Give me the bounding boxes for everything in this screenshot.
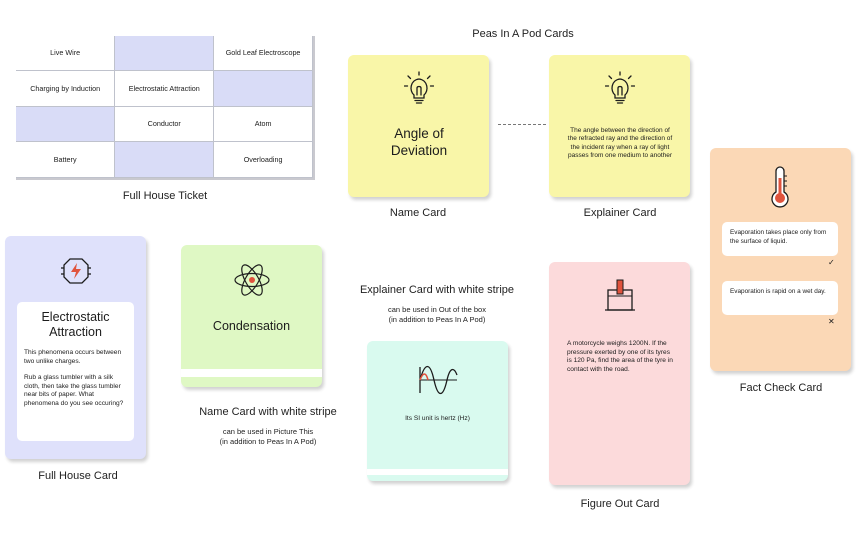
explainer-stripe-note: can be used in Out of the box [388,305,486,314]
ticket-cell: Conductor [114,105,215,143]
name-card-stripe-note: (in addition to Peas In A Pod) [219,437,317,446]
figure-out-card: A motorcycle weighs 1200N. If the pressu… [549,262,690,485]
condensation-card: Condensation [181,245,322,387]
thermometer-icon [771,166,789,208]
fact-check-card-caption: Fact Check Card [739,382,823,394]
condensation-card-title: Condensation [212,319,291,333]
full-house-card-para-2: Rub a glass tumbler with a silk cloth, t… [24,374,124,407]
full-house-card-title: Electrostatic Attraction [41,310,110,339]
white-stripe [181,369,322,377]
wave-card-text: Its SI unit is hertz (Hz) [405,415,470,422]
ticket-cell: Live Wire [16,36,116,71]
dashed-connector [498,124,546,125]
full-house-card-para-1: This phenomena occurs between two unlike… [24,349,122,365]
cross-icon: ✕ [828,317,835,326]
ticket-cell-blank [114,36,215,71]
lightbulb-icon [404,71,434,104]
fact-bubble: Evaporation is rapid on a wet day. [722,281,838,315]
name-card: Angle of Deviation [348,55,489,197]
wave-card: Its SI unit is hertz (Hz) [367,341,508,481]
name-card-caption: Name Card [389,207,447,219]
ticket-cell: Atom [213,105,313,143]
lightning-gear-icon [61,258,91,284]
figure-out-card-caption: Figure Out Card [580,498,660,510]
ticket-cell-blank [114,141,215,178]
ticket-cell: Electrostatic Attraction [114,69,215,107]
figure-out-card-text: A motorcycle weighs 1200N. If the pressu… [567,340,673,373]
full-house-card: Electrostatic Attraction This phenomena … [5,236,146,459]
full-house-ticket-caption: Full House Ticket [122,190,208,202]
explainer-card-caption: Explainer Card [583,207,657,219]
atom-icon [234,264,270,296]
ticket-cell-blank [16,105,116,143]
white-stripe [367,469,508,475]
lightbulb-icon [605,71,635,104]
check-icon: ✓ [828,258,835,267]
explainer-stripe-caption: Explainer Card with white stripe [359,284,515,296]
name-card-stripe-caption: Name Card with white stripe [199,406,337,418]
fact-bubble: Evaporation takes place only from the su… [722,222,838,256]
peas-in-a-pod-title: Peas In A Pod Cards [472,28,574,40]
pressure-block-icon [605,279,635,311]
ticket-cell-blank [213,69,313,107]
wave-icon [419,365,458,395]
ticket-cell: Overloading [213,141,313,178]
ticket-cell: Gold Leaf Electroscope [213,36,313,71]
full-house-card-caption: Full House Card [38,470,118,482]
name-card-title: Angle of Deviation [390,126,448,158]
full-house-ticket: Live Wire Gold Leaf Electroscope Chargin… [16,36,315,180]
name-card-stripe-note: can be used in Picture This [222,427,314,436]
fact-check-card: Evaporation takes place only from the su… [710,148,851,371]
full-house-card-panel: Electrostatic Attraction This phenomena … [17,302,134,441]
explainer-stripe-note: (in addition to Peas In A Pod) [388,315,486,324]
explainer-card: The angle between the direction of the r… [549,55,690,197]
ticket-cell: Battery [16,141,116,178]
ticket-cell: Charging by Induction [16,69,116,107]
explainer-card-text: The angle between the direction of the r… [567,127,673,159]
